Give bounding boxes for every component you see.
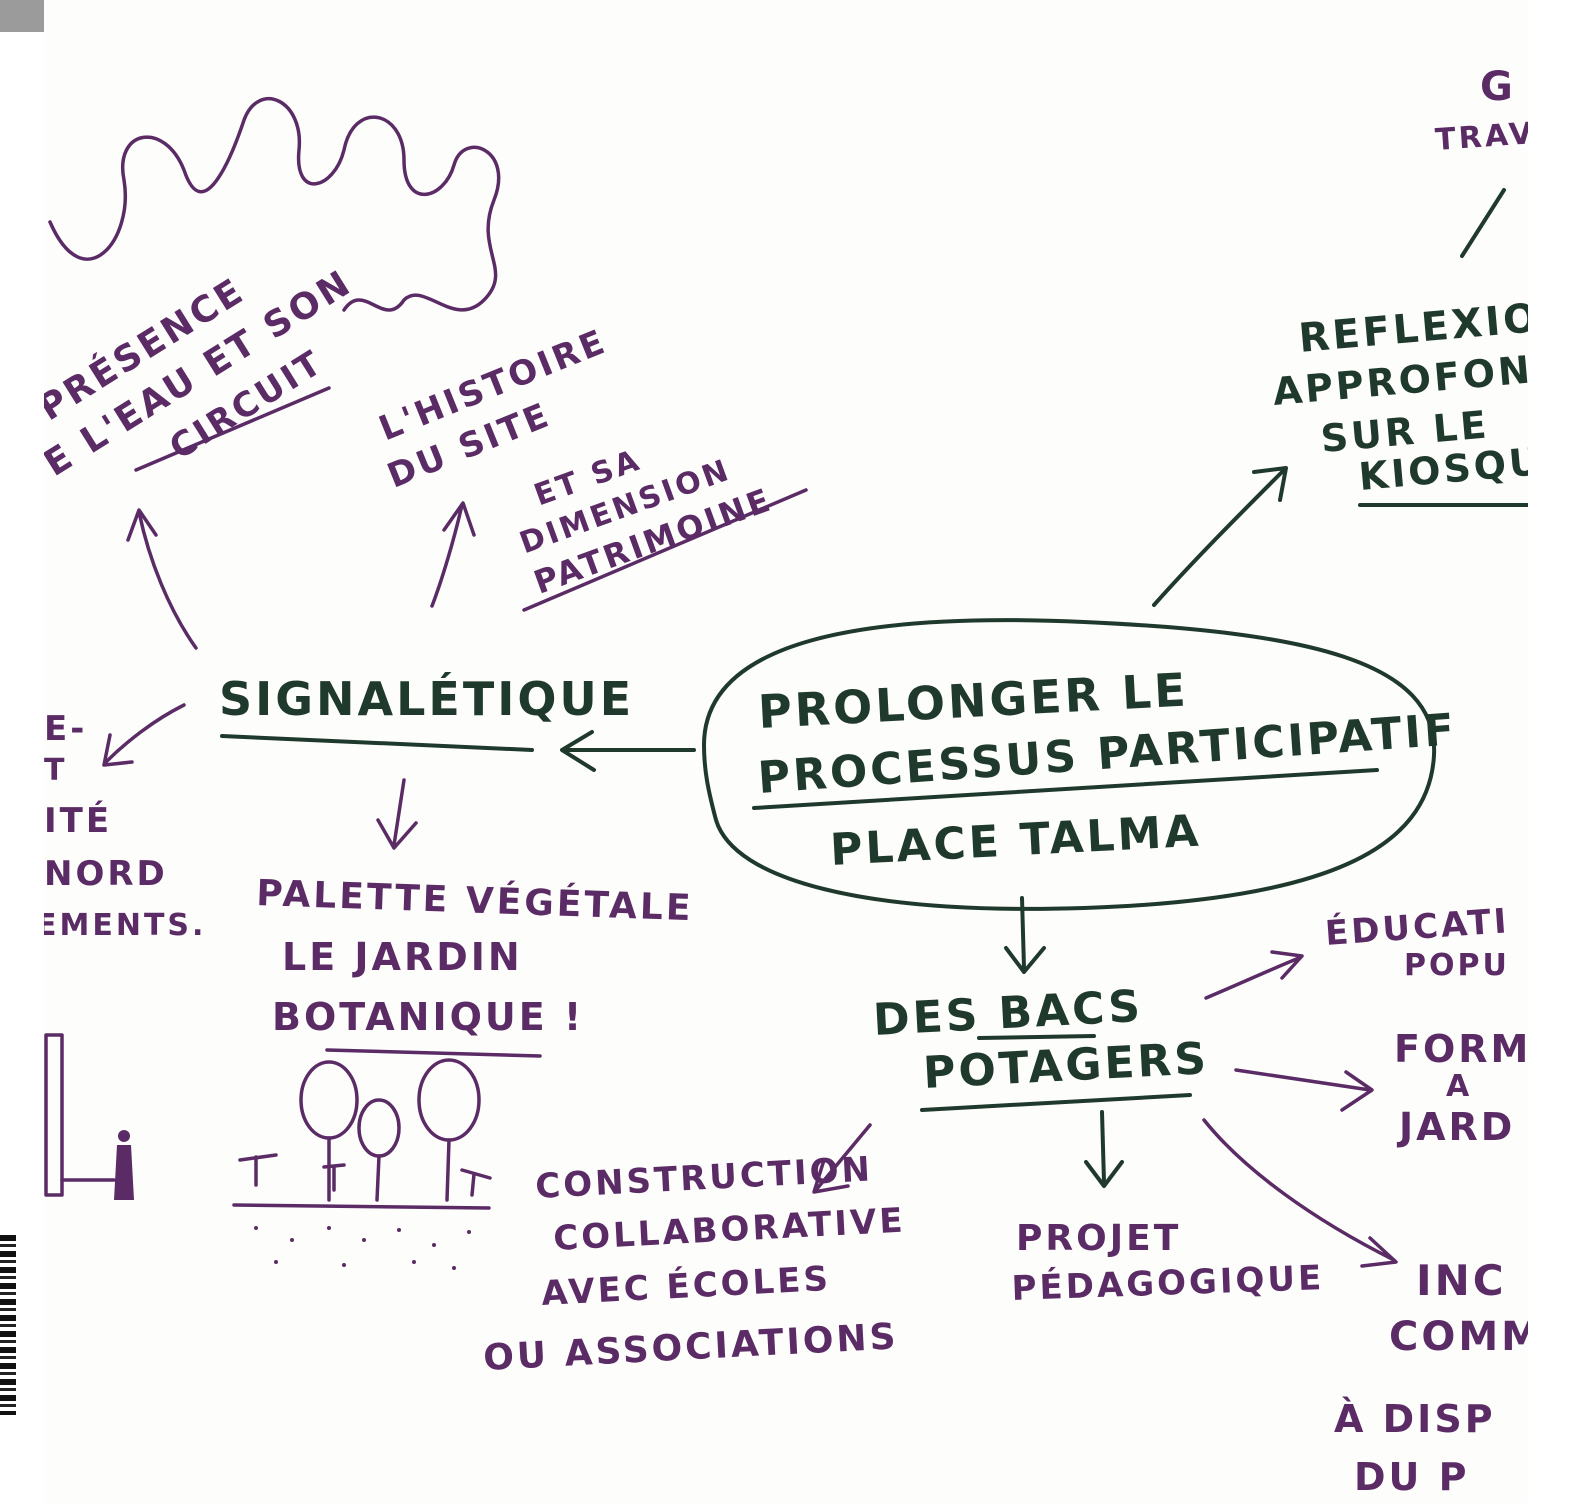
inc-line-3: À DISP [1334,1397,1496,1441]
arrow-to-potagers [1004,896,1046,974]
water-wave [48,97,501,312]
construction-line-1: CONSTRUCTION [534,1149,874,1207]
formation-line-3: JARD [1396,1105,1515,1149]
mind-map-drawing: PROLONGER LE PROCESSUS PARTICIPATIF PLAC… [44,64,1528,1499]
histoire-underline [522,488,808,612]
construction-line-4: OU ASSOCIATIONS [482,1316,899,1379]
palette-line-2: LE JARDIN [282,935,523,979]
trees-sketch [232,1058,492,1210]
left-fragment-4: NORD [44,854,168,894]
potagers-bacs-underline [977,1034,1096,1040]
construction-line-2: COLLABORATIVE [552,1201,906,1259]
arrow-to-construction [812,1123,872,1194]
formation-line-2: A [1446,1069,1472,1104]
arrow-to-formation [1234,1068,1374,1112]
palette-line-1: PALETTE VÉGÉTALE [256,872,694,929]
arrow-to-projet [1084,1110,1124,1188]
arrow-to-signaletique [560,730,696,772]
inc-line-4: DU P [1354,1455,1469,1499]
left-fragment-2: T [44,753,67,788]
arrow-to-left-fragments [102,703,186,767]
presence-underline [134,386,331,472]
potagers-underline [920,1093,1192,1112]
arrow-to-kiosque [1152,466,1288,607]
palette-line-3: BOTANIQUE ! [272,995,584,1039]
arrow-to-histoire [430,501,476,608]
ground-dots [254,1226,471,1270]
arrow-to-presence [126,508,198,650]
mind-map-sheet: PROLONGER LE PROCESSUS PARTICIPATIF PLAC… [44,0,1528,1503]
signaletique-underline [220,734,534,752]
arrow-to-palette [376,778,418,850]
arrow-to-education [1204,950,1304,1000]
center-bubble [702,618,1437,911]
kiosque-top-line [1460,188,1506,258]
projet-line-2: PÉDAGOGIQUE [1011,1257,1325,1309]
signpost-sketch [44,1033,116,1197]
inc-line-2: COMM [1389,1314,1528,1360]
left-fragment-1: E- [44,709,87,749]
formation-line-1: FORM [1394,1027,1528,1071]
projet-line-1: PROJET [1016,1218,1181,1259]
qr-code-fragment [0,1235,16,1415]
left-fragment-3: ITÉ [44,800,112,841]
center-title-line-3: PLACE TALMA [829,806,1203,876]
palette-underline [325,1048,542,1058]
left-fragment-5: EMENTS. [44,908,206,943]
potagers-label-2: POTAGERS [922,1033,1210,1099]
kiosque-top-fragment-1: G [1480,64,1516,110]
person-figure [114,1130,134,1200]
arrow-to-inc [1202,1118,1398,1268]
center-underline [752,768,1379,810]
kiosque-top-fragment-2: TRAV [1434,116,1528,158]
education-line-1: ÉDUCATI [1324,900,1511,954]
signaletique-label: SIGNALÉTIQUE [219,672,634,726]
corner-chip [0,0,46,32]
construction-line-3: AVEC ÉCOLES [540,1258,832,1314]
education-line-2: POPU [1404,948,1510,983]
inc-line-1: INC [1416,1256,1507,1305]
